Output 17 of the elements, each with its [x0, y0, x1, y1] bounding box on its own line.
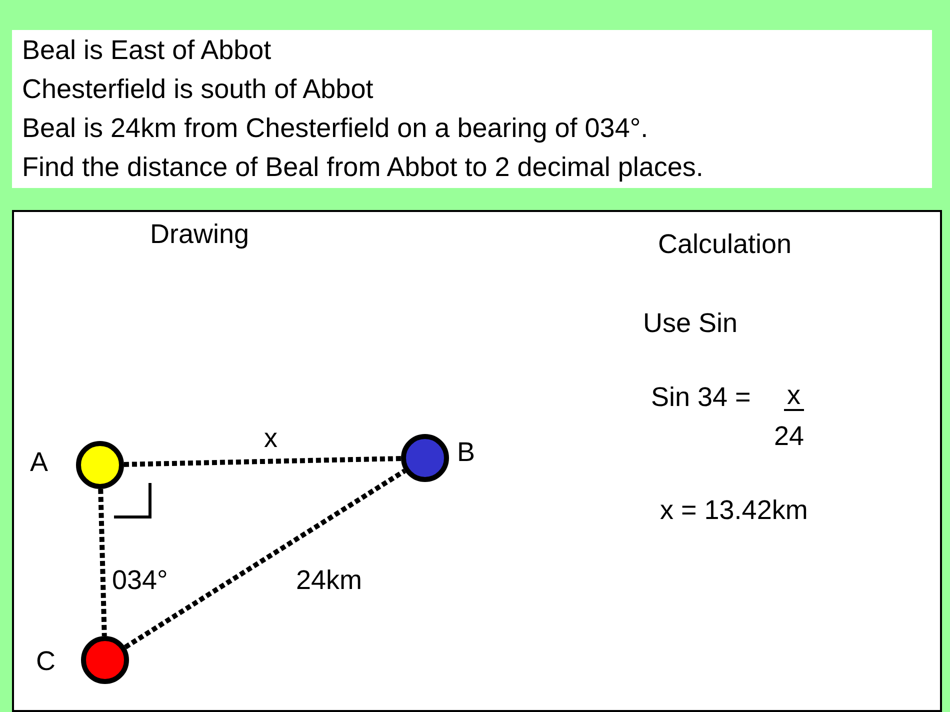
dotted-line	[98, 488, 107, 636]
calculation-text: Sin 34 =	[651, 381, 751, 414]
calculation-text: Use Sin	[643, 307, 738, 340]
dotted-line	[124, 456, 402, 467]
point-label: C	[36, 645, 56, 678]
question-text: Find the distance of Beal from Abbot to 2 decimal places.	[22, 151, 704, 184]
calculation-text: x	[784, 381, 804, 412]
question-text: Beal is East of Abbot	[22, 34, 272, 66]
question-text: Beal is 24km from Chesterfield on a bearing of 034°.	[22, 112, 648, 144]
section-heading: Calculation	[658, 228, 792, 260]
dotted-line	[124, 468, 406, 650]
point-label: A	[30, 446, 48, 478]
question-text: Chesterfield is south of Abbot	[22, 73, 374, 106]
point-label: B	[457, 436, 476, 468]
section-heading: Drawing	[150, 218, 250, 250]
calculation-text: x = 13.42km	[660, 494, 808, 526]
calculation-text: 24	[774, 420, 804, 452]
